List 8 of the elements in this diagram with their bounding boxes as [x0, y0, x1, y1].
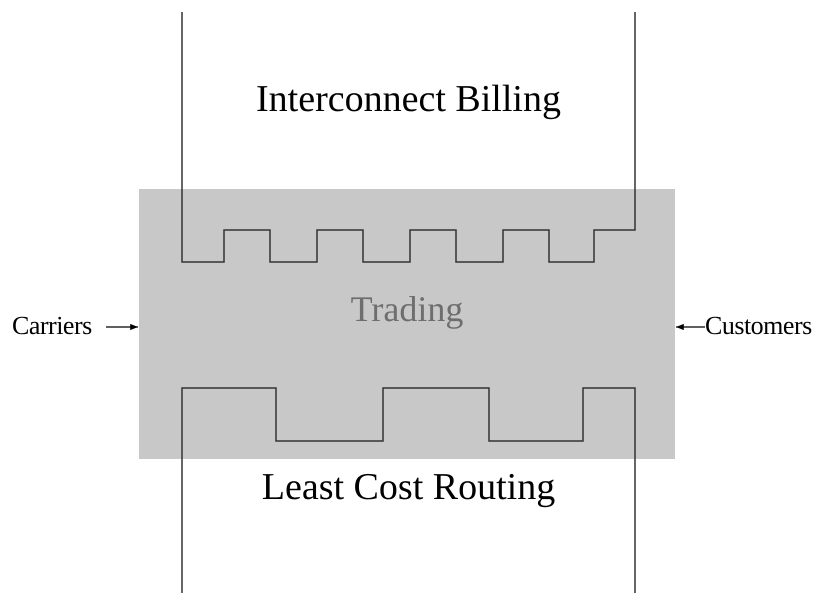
block-title: Trading	[350, 291, 464, 327]
arrow	[106, 324, 138, 330]
block-title: Interconnect Billing	[255, 80, 562, 118]
block-title: Least Cost Routing	[260, 468, 556, 506]
customers-label: Customers	[705, 313, 813, 339]
carriers-label: Carriers	[12, 313, 93, 339]
trading-band	[139, 189, 675, 459]
arrow	[676, 324, 705, 330]
